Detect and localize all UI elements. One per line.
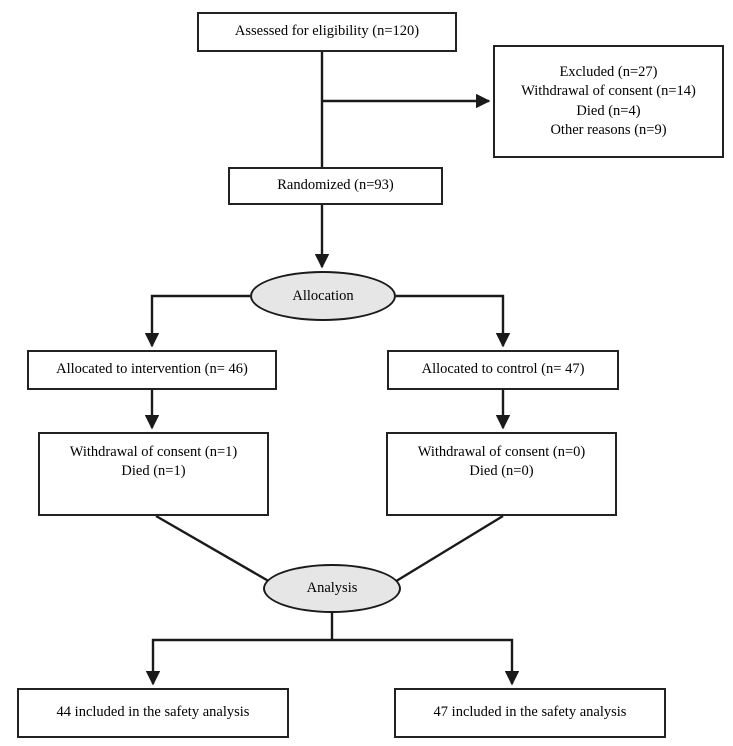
node-excluded-line-4: Other reasons (n=9) <box>550 121 667 138</box>
edge-allocation-to-intervention <box>144 294 250 348</box>
stage-label-analysis: Analysis <box>306 580 358 596</box>
node-allocated-control-line-1: Allocated to control (n= 47) <box>421 361 585 378</box>
node-withdrawal-control-line-2: Died (n=0) <box>469 463 534 480</box>
node-withdrawal-intervention: Withdrawal of consent (n=1) Died (n=1) <box>38 432 269 516</box>
edge-analysis-to-safety-intervention <box>145 638 332 686</box>
node-excluded-line-3: Died (n=4) <box>576 102 641 119</box>
node-safety-control-line-1: 47 included in the safety analysis <box>433 704 627 721</box>
edge-allocation-to-control <box>396 294 511 348</box>
node-assessed-line-1: Assessed for eligibility (n=120) <box>234 23 420 40</box>
stage-ellipse-analysis: Analysis <box>263 564 401 613</box>
edge-withdrawal-control-to-analysis <box>392 514 504 585</box>
stage-label-allocation: Allocation <box>292 287 354 304</box>
edge-analysis-to-safety-control <box>332 638 520 686</box>
node-safety-analysis-intervention: 44 included in the safety analysis <box>17 688 289 738</box>
node-allocated-to-control: Allocated to control (n= 47) <box>387 350 619 390</box>
node-excluded-line-2: Withdrawal of consent (n=14) <box>521 83 696 100</box>
edge-withdrawal-intervention-to-analysis <box>155 514 273 585</box>
node-withdrawal-intervention-line-2: Died (n=1) <box>121 463 186 480</box>
node-randomized: Randomized (n=93) <box>228 167 443 205</box>
node-withdrawal-intervention-line-1: Withdrawal of consent (n=1) <box>69 444 238 460</box>
node-allocated-to-intervention: Allocated to intervention (n= 46) <box>27 350 277 390</box>
node-excluded-line-1: Excluded (n=27) <box>559 64 658 81</box>
node-safety-analysis-control: 47 included in the safety analysis <box>394 688 666 738</box>
node-excluded: Excluded (n=27) Withdrawal of consent (n… <box>493 45 724 158</box>
stage-ellipse-allocation: Allocation <box>250 271 396 321</box>
node-randomized-line-1: Randomized (n=93) <box>277 177 394 194</box>
node-withdrawal-control-line-1: Withdrawal of consent (n=0) <box>417 444 586 460</box>
node-withdrawal-control: Withdrawal of consent (n=0) Died (n=0) <box>386 432 617 516</box>
node-safety-intervention-line-1: 44 included in the safety analysis <box>56 704 250 721</box>
node-allocated-intervention-line-1: Allocated to intervention (n= 46) <box>56 361 248 378</box>
node-assessed-for-eligibility: Assessed for eligibility (n=120) <box>197 12 457 52</box>
